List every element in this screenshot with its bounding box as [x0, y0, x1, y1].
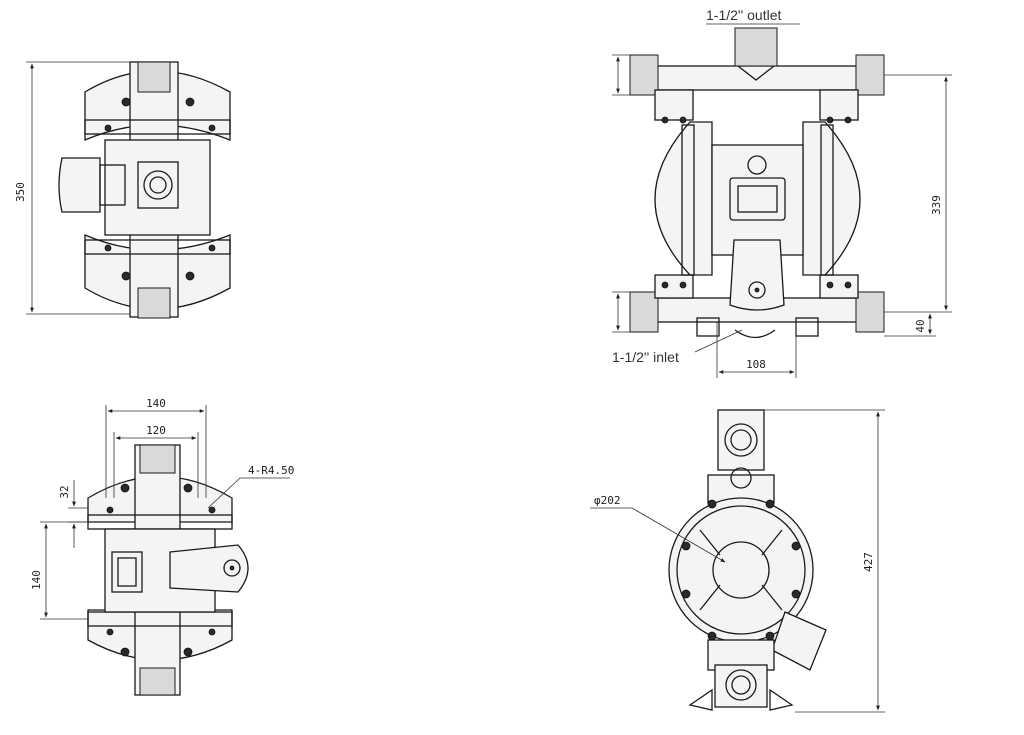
outlet-label: 1-1/2'' outlet	[706, 7, 782, 23]
dim-bottom-hole: 4-R4.50	[248, 464, 294, 477]
dim-bottom-width-inner: 120	[146, 424, 166, 437]
dim-front-height: 339	[930, 195, 943, 215]
dim-bottom-width-outer: 140	[146, 397, 166, 410]
top-view: 350	[14, 61, 231, 319]
side-view: φ202 427	[590, 409, 885, 713]
dim-side-height: 427	[862, 552, 875, 572]
dim-bottom-height: 140	[30, 570, 43, 590]
dim-top-height: 350	[14, 182, 27, 202]
dim-front-width: 108	[746, 358, 766, 371]
inlet-label: 1-1/2'' inlet	[612, 349, 679, 365]
dim-front-base: 40	[914, 319, 927, 332]
front-view: 1-1/2'' outlet 1-1/2'' inlet 339 40 108	[612, 7, 952, 378]
dim-bottom-small: 32	[58, 485, 71, 498]
bottom-view: 140 120 4-R4.50 32 140	[30, 397, 294, 696]
dim-side-diameter: φ202	[594, 494, 621, 507]
